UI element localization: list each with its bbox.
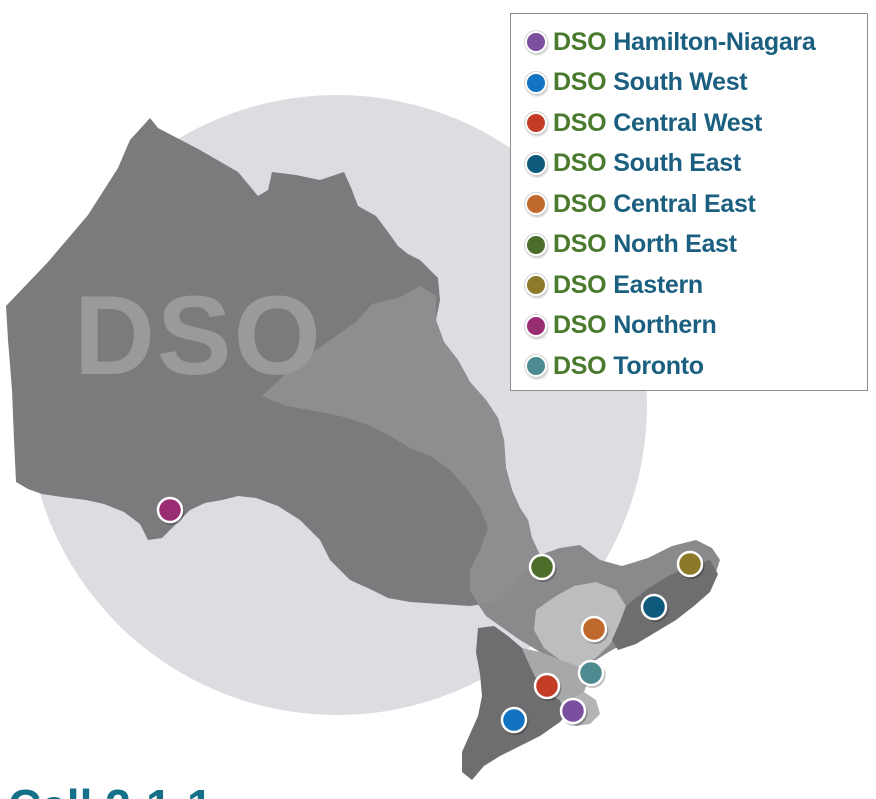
legend-prefix: DSO — [553, 149, 607, 178]
legend-prefix: DSO — [553, 270, 607, 299]
legend-prefix: DSO — [553, 108, 607, 137]
legend-prefix: DSO — [553, 230, 607, 259]
dso-watermark: DSO — [74, 273, 323, 398]
location-dot-icon — [528, 553, 556, 581]
location-dot-icon — [500, 706, 528, 734]
region-north-east — [262, 286, 540, 604]
location-dot-icon — [559, 697, 587, 725]
location-dot-icon — [577, 659, 605, 687]
legend-dot-icon — [525, 71, 547, 94]
legend-prefix: DSO — [553, 27, 607, 56]
legend-dot-icon — [525, 355, 547, 378]
legend-region-name: Toronto — [613, 351, 704, 380]
region-central-west — [522, 648, 590, 700]
legend-region-name: South West — [613, 68, 748, 97]
legend-region-name: Northern — [613, 311, 717, 340]
legend-region-name: Central West — [613, 108, 763, 137]
legend-dot-icon — [525, 274, 547, 297]
legend-prefix: DSO — [553, 189, 607, 218]
legend-region-name: Eastern — [613, 270, 703, 299]
location-dot-icon — [580, 615, 608, 643]
location-dot-icon — [640, 593, 668, 621]
region-northern — [6, 118, 540, 606]
location-dot-icon — [676, 550, 704, 578]
legend-region-name: South East — [613, 149, 741, 178]
legend-dot-icon — [525, 193, 547, 216]
legend-prefix: DSO — [553, 351, 607, 380]
legend-region-name: Hamilton-Niagara — [613, 27, 816, 56]
legend-dot-icon — [525, 152, 547, 175]
location-dot-icon — [156, 496, 184, 524]
legend-prefix: DSO — [553, 311, 607, 340]
footer-call-text: Call 2-1-1 — [8, 780, 213, 799]
legend-dot-icon — [525, 112, 547, 135]
location-dot-icon — [533, 672, 561, 700]
legend-region-name: Central East — [613, 189, 756, 218]
legend-region-name: North East — [613, 230, 737, 259]
legend-dot-icon — [525, 314, 547, 337]
legend-dot-icon — [525, 31, 547, 54]
region-south-west — [462, 626, 572, 780]
legend-prefix: DSO — [553, 68, 607, 97]
region-central-east — [534, 582, 626, 666]
legend-dot-icon — [525, 233, 547, 256]
location-markers — [156, 496, 705, 735]
